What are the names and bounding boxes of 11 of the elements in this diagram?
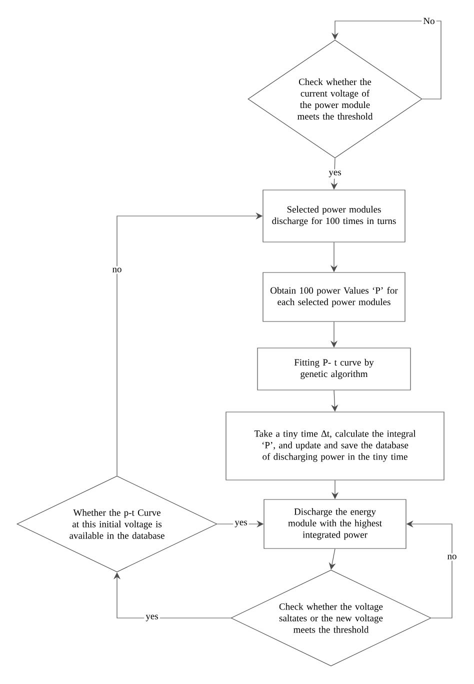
process-box: Fitting P- t curve by genetic algorithm (257, 348, 411, 390)
edge-label: yes (233, 519, 249, 529)
process-box: Selected power modules discharge for 100 times in turns (262, 190, 406, 242)
process-box: Obtain 100 power Values ‘P’ for each selected power modules (262, 272, 406, 322)
edge-label: yes (327, 169, 343, 179)
process-box: Discharge the energy module with the highest integrated power (264, 499, 406, 549)
edge-label: yes (144, 613, 160, 623)
edge-label: No (422, 16, 436, 26)
edge-label: no (446, 553, 458, 561)
process-box: Take a tiny time ∆t, calculate the integral ‘P’, and update and save the database of discharging power in the tiny time (226, 412, 444, 480)
edge-label: no (110, 266, 124, 274)
